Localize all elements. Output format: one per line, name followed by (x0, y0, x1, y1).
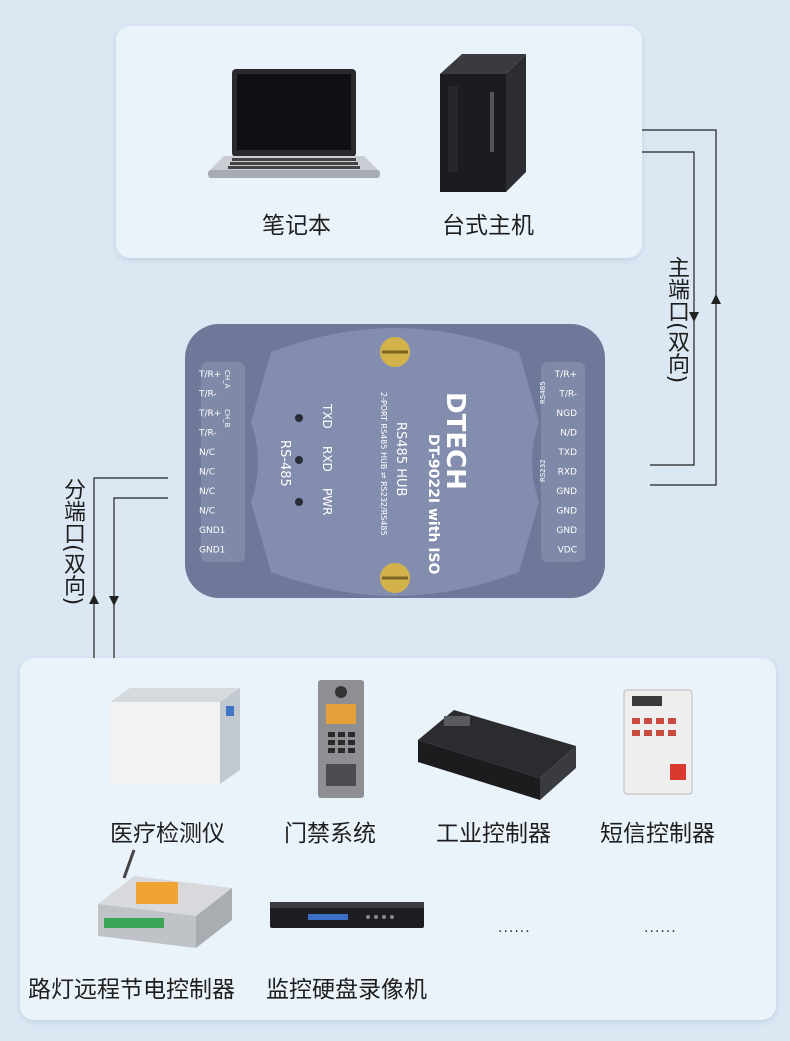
sms-controller-label: 短信控制器 (600, 821, 715, 847)
nvr-recorder-label: 监控硬盘录像机 (266, 977, 427, 1003)
laptop-label: 笔记本 (262, 213, 331, 239)
sms-controller-icon (623, 689, 693, 795)
left-pin-label: T/R+ (198, 409, 221, 419)
left-group-label: CH_B (223, 409, 231, 428)
right-pin-label: TXD (557, 448, 577, 458)
right-pin-label: NGD (556, 409, 577, 419)
right-pin-strip (541, 362, 585, 562)
left-pin-label: N/C (199, 507, 215, 517)
led-label-txd: TXD (320, 403, 334, 429)
main-port-label: 主端口(双向) (664, 256, 689, 384)
sub-port-line-outer (93, 477, 168, 658)
right-group-label: RS232 (539, 459, 547, 482)
left-pin-label: T/R- (198, 390, 217, 400)
sub-port-label: 分端口(双向) (60, 478, 85, 606)
hub-subtitle: 2-PORT RS485 HUB ⇌ RS232/RS485 (379, 392, 388, 536)
led-label-pwr: PWR (320, 488, 334, 515)
arrow-up-icon (89, 594, 99, 604)
medical-analyzer-icon (110, 688, 240, 784)
arrow-up-icon (711, 294, 721, 304)
main-port-line-inner (642, 151, 695, 466)
port-type-label: RS-485 (277, 440, 292, 487)
right-pin-labels: T/R+ T/R- NGD N/D TXD RXD GND GND GND VDC RS485RS2… (539, 370, 577, 556)
medical-analyzer-label: 医疗检测仪 (110, 821, 225, 847)
left-pin-label: T/R- (198, 429, 217, 439)
led-icon (295, 414, 303, 422)
right-pin-label: T/R- (558, 390, 577, 400)
more-devices-ellipsis: ...... (644, 920, 677, 936)
left-group-label: CH_A (223, 370, 231, 389)
product-label: RS485 HUB (393, 422, 408, 496)
led-icon (295, 456, 303, 464)
arrow-down-icon (689, 312, 699, 322)
left-pin-label: N/C (199, 468, 215, 478)
right-pin-label: RXD (558, 468, 577, 478)
right-pin-label: T/R+ (554, 370, 577, 380)
rs485-hub-device: TXD RXD PWR RS-485 2-PORT RS485 HUB ⇌ RS… (185, 324, 605, 598)
door-access-panel-icon (318, 680, 364, 798)
arrow-down-icon (109, 596, 119, 606)
brand-logo: DTECH (440, 392, 470, 490)
host-panel: 笔记本 台式主机 (116, 26, 642, 258)
more-devices-ellipsis: ...... (498, 920, 531, 936)
led-icon (295, 498, 303, 506)
right-pin-label: GND (556, 507, 577, 517)
device-panel: 医疗检测仪 门禁系统 工业控制器 短信控制器 路灯远程节电控制器 监控硬盘录像机… (20, 658, 776, 1020)
door-access-label: 门禁系统 (284, 821, 376, 847)
left-pin-label: GND1 (199, 526, 225, 536)
model-label: DT-9022I with ISO (425, 434, 441, 575)
nvr-recorder-icon (270, 902, 424, 928)
right-pin-label: GND (556, 526, 577, 536)
industrial-controller-label: 工业控制器 (436, 821, 551, 847)
left-pin-label: N/C (199, 448, 215, 458)
left-pin-label: T/R+ (198, 370, 221, 380)
right-group-label: RS485 (539, 381, 547, 404)
streetlight-controller-icon (98, 849, 232, 948)
desktop-tower-icon (440, 54, 526, 192)
left-pin-label: N/C (199, 487, 215, 497)
hub-front-panel (251, 328, 539, 596)
led-label-rxd: RXD (320, 446, 334, 472)
right-pin-label: GND (556, 487, 577, 497)
right-pin-label: VDC (558, 546, 577, 556)
streetlight-controller-label: 路灯远程节电控制器 (28, 977, 235, 1003)
industrial-controller-icon (418, 710, 576, 800)
main-port-line-outer (642, 129, 717, 486)
right-pin-label: N/D (560, 429, 577, 439)
left-pin-label: GND1 (199, 546, 225, 556)
laptop-icon (208, 69, 380, 178)
left-pin-strip (201, 362, 245, 562)
desktop-label: 台式主机 (442, 213, 534, 239)
left-pin-labels: T/R+T/R-T/R+T/R-N/CN/CN/CN/CGND1GND1CH_A… (198, 370, 231, 556)
sub-port-line-inner (113, 497, 168, 658)
